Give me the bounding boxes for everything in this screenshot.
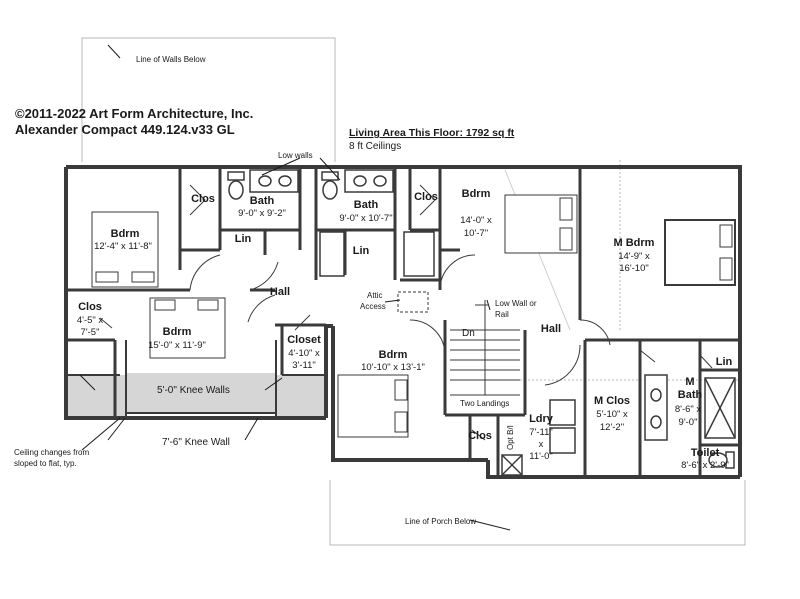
bdrm2-dims: 15'-0" x 11'-9" — [148, 340, 206, 351]
clos-a-name: Clos — [191, 193, 215, 205]
low-wall-rail-label-1: Low Wall or — [495, 299, 537, 308]
ceilings-text: 8 ft Ceilings — [349, 141, 401, 152]
low-walls-label: Low walls — [278, 151, 313, 160]
interior-walls — [66, 167, 740, 477]
low-wall-rail-label-2: Rail — [495, 310, 509, 319]
bdrm3-name: Bdrm — [462, 188, 491, 200]
attic-access-label-2: Access — [360, 302, 386, 311]
mbdrm-dims-1: 14'-9" x — [618, 251, 650, 262]
porch-below-label: Line of Porch Below — [405, 517, 476, 526]
ceiling-change-label-2: sloped to flat, typ. — [14, 459, 77, 468]
bath1-name: Bath — [250, 195, 275, 207]
lin-b-name: Lin — [353, 245, 370, 257]
ldry-dims-1: 7'-11" — [529, 427, 553, 438]
clos-left-dims-2: 7'-5" — [81, 327, 100, 338]
bath1-dims: 9'-0" x 9'-2" — [238, 208, 286, 219]
fixtures — [227, 169, 736, 476]
bath2-name: Bath — [354, 199, 379, 211]
closet-dims-2: 3'-11" — [292, 360, 316, 371]
copyright-text: ©2011-2022 Art Form Architecture, Inc. — [15, 106, 253, 121]
stairs-dn-label: Dn — [462, 328, 475, 339]
clos-left-dims-1: 4'-5" x — [77, 315, 104, 326]
mbdrm-name: M Bdrm — [614, 237, 655, 249]
mbath-dims-2: 9'-0" — [679, 417, 698, 428]
mbdrm-dims-2: 16'-10" — [619, 263, 648, 274]
bdrm1-name: Bdrm — [111, 228, 140, 240]
two-landings-label: Two Landings — [460, 399, 509, 408]
living-area-text: Living Area This Floor: 1792 sq ft — [349, 127, 515, 139]
ldry-dims-3: 11'-0" — [529, 451, 553, 462]
bdrm4-name: Bdrm — [379, 349, 408, 361]
bdrm3-dims-2: 10'-7" — [464, 228, 488, 239]
mbath-name-2: Bath — [678, 389, 703, 401]
ceiling-change-label-1: Ceiling changes from — [14, 448, 89, 457]
attic-access-label-1: Attic — [367, 291, 383, 300]
leader-lines — [79, 157, 491, 451]
toilet-dims: 8'-6" x 2'-9" — [681, 460, 729, 471]
mbath-dims-1: 8'-6" x — [675, 404, 702, 415]
mclos-dims-2: 12'-2" — [600, 422, 624, 433]
bdrm3-dims-1: 14'-0" x — [460, 215, 492, 226]
hall-b-name: Hall — [541, 323, 561, 335]
ldry-dims-2: x — [539, 439, 544, 450]
ldry-name: Ldry — [529, 413, 554, 425]
bdrm2-name: Bdrm — [163, 326, 192, 338]
mbath-name-1: M — [685, 376, 694, 388]
exterior-walls — [64, 165, 742, 479]
door-swings — [99, 184, 713, 441]
bath2-dims: 9'-0" x 10'-7" — [339, 213, 392, 224]
mclos-dims-1: 5'-10" x — [596, 409, 628, 420]
plan-name-text: Alexander Compact 449.124.v33 GL — [15, 122, 235, 137]
knee-wall-7-label: 7'-6" Knee Wall — [162, 437, 230, 448]
clos-b-name: Clos — [414, 191, 438, 203]
lin-a-name: Lin — [235, 233, 252, 245]
clos-c-name: Clos — [468, 430, 492, 442]
walls-below-label: Line of Walls Below — [136, 55, 206, 64]
hall-a-name: Hall — [270, 286, 290, 298]
bdrm1-dims: 12'-4" x 11'-8" — [94, 241, 152, 252]
knee-wall-lines — [66, 340, 326, 416]
mclos-name: M Clos — [594, 395, 630, 407]
opt-bi-label: Opt B/I — [506, 425, 515, 450]
closet-name: Closet — [287, 334, 321, 346]
attic-access — [397, 291, 429, 313]
bdrm4-dims: 10'-10" x 13'-1" — [361, 362, 425, 373]
knee-walls-5-label: 5'-0" Knee Walls — [157, 385, 230, 396]
clos-left-name: Clos — [78, 301, 102, 313]
toilet-name: Toilet — [691, 447, 720, 459]
stairs — [450, 300, 520, 396]
lin-c-name: Lin — [716, 356, 733, 368]
closet-dims-1: 4'-10" x — [288, 348, 320, 359]
beds — [91, 194, 736, 438]
